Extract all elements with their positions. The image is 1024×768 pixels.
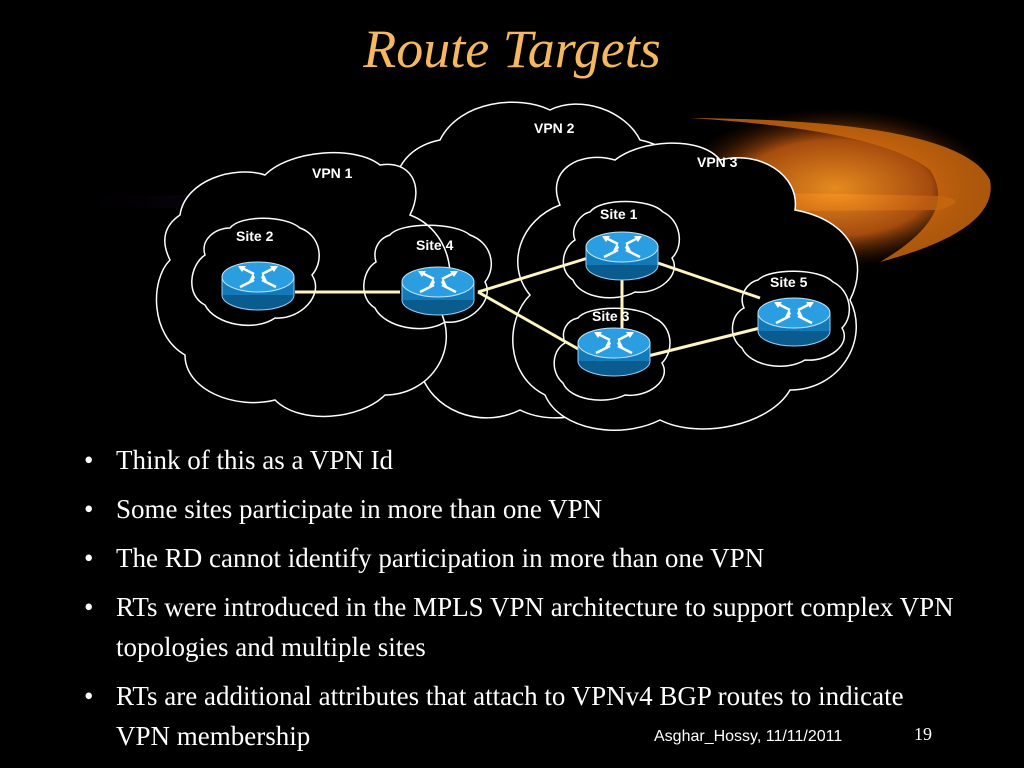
router-site-1	[584, 230, 660, 282]
page-number: 19	[914, 724, 932, 744]
vpn-2-label: VPN 2	[534, 120, 575, 136]
vpn-1-cloud	[155, 151, 451, 418]
site-5-label: Site 5	[770, 274, 808, 290]
router-site-3	[576, 326, 652, 378]
site-1-bubble	[562, 200, 681, 299]
link-site3-site5	[647, 326, 761, 358]
site-1-label: Site 1	[600, 206, 638, 222]
vpn-topology-diagram: VPN 1 VPN 2 VPN 3 Site 1 Site 2 Site 3 S…	[60, 101, 995, 431]
footer-author-date: Asghar_Hossy, 11/11/2011	[654, 728, 843, 745]
vpn-1-label: VPN 1	[312, 165, 353, 181]
bullet-item: RTs were introduced in the MPLS VPN arch…	[80, 587, 960, 667]
slide-title: Route Targets	[363, 19, 661, 79]
router-site-5	[756, 296, 832, 348]
link-site1-site5	[654, 260, 761, 300]
site-5-bubble	[731, 270, 851, 367]
site-bubbles	[191, 200, 851, 401]
site-4-bubble	[363, 224, 493, 330]
bullet-list: Think of this as a VPN Id Some sites par…	[80, 440, 960, 765]
vpn-cloud-group	[155, 101, 859, 431]
bullet-item: Some sites participate in more than one …	[80, 489, 960, 529]
site-3-label: Site 3	[592, 308, 630, 324]
router-site-4	[400, 265, 476, 317]
site-2-bubble	[191, 217, 320, 326]
site-2-label: Site 2	[236, 228, 274, 244]
site-links	[295, 256, 761, 358]
vpn-3-label: VPN 3	[697, 154, 738, 170]
bullet-item: The RD cannot identify participation in …	[80, 538, 960, 578]
link-site4-site3	[477, 290, 581, 352]
link-site4-site1	[477, 256, 589, 294]
bullet-item: RTs are additional attributes that attac…	[80, 676, 960, 756]
router-site-2	[220, 260, 296, 312]
site-4-label: Site 4	[416, 237, 454, 253]
bullet-item: Think of this as a VPN Id	[80, 440, 960, 480]
